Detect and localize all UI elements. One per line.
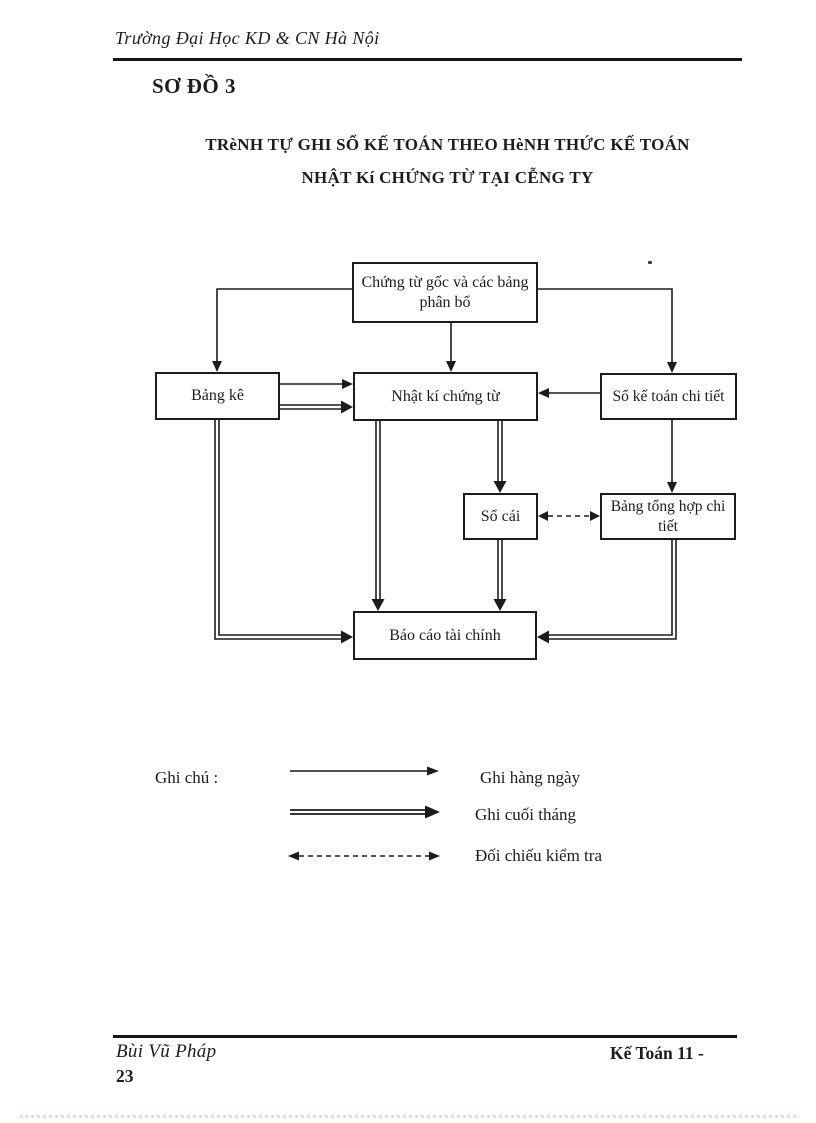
header-rule	[113, 58, 742, 61]
legend-item-monthly: Ghi cuối tháng	[475, 805, 577, 824]
edge-bangke-to-baocao-b	[218, 420, 341, 636]
edge-chungtu-to-bangke	[216, 288, 352, 361]
edge-bangke-to-baocao-a	[214, 420, 341, 640]
arrowhead-down-baocao-left	[371, 599, 385, 611]
footer-author: Bùi Vũ Pháp	[116, 1041, 217, 1062]
title-line-2: NHẬT Kí CHỨNG TỪ TẠI CỄNG TY	[301, 168, 594, 187]
node-label: Bảng tổng hợp chi tiết	[610, 498, 726, 535]
arrowhead-down-socai	[493, 481, 507, 493]
dashed-double-headed-arrow-icon	[288, 851, 440, 861]
node-label: Sổ cái	[480, 507, 521, 525]
node-label: Sổ kế toán chi tiết	[612, 387, 725, 405]
node-so-ke-toan-chi-tiet: Sổ kế toán chi tiết	[600, 373, 737, 420]
scan-artifact-dot	[648, 261, 652, 264]
arrowhead-right-dashed	[590, 511, 600, 521]
node-label: Nhật kí chứng từ	[391, 387, 500, 405]
node-label: Báo cáo tài chính	[389, 626, 501, 644]
arrowhead-down-baocao-right	[493, 599, 507, 611]
arrowhead-down-bangtonghop	[667, 482, 677, 493]
edge-chungtu-to-soketoan	[538, 288, 673, 362]
legend-item-daily: Ghi hàng ngày	[480, 768, 581, 787]
node-label: Bảng kê	[191, 387, 244, 404]
arrowhead-left-baocao	[537, 630, 549, 644]
node-bang-tong-hop-chi-tiet: Bảng tổng hợp chi tiết	[600, 493, 736, 540]
node-bang-ke: Bảng kê	[155, 372, 280, 420]
legend-item-check: Đối chiếu kiểm tra	[475, 846, 602, 865]
arrowhead-left-dashed	[538, 511, 548, 521]
edge-bangtonghop-to-baocao-a	[549, 540, 673, 636]
double-solid-arrow-icon	[290, 805, 440, 819]
node-label: Chứng từ gốc và các bảng phân bổ	[361, 273, 529, 311]
edge-bangtonghop-to-baocao-b	[549, 540, 677, 640]
node-so-cai: Sổ cái	[463, 493, 538, 540]
arrowhead-down-soketoan	[667, 362, 677, 373]
title-line-1: TRèNH TỰ GHI SỔ KẾ TOÁN THEO HèNH THỨC K…	[205, 135, 690, 154]
arrowhead-down-bangke	[212, 361, 222, 372]
node-nhat-ki-chung-tu: Nhật kí chứng từ	[353, 372, 538, 421]
footer-page-number: 23	[116, 1066, 134, 1086]
footer-rule	[113, 1035, 737, 1038]
legend-title: Ghi chú :	[155, 768, 219, 787]
arrowhead-left-nkct	[538, 388, 549, 398]
arrowhead-down-nkct	[446, 361, 456, 372]
arrowhead-right-nkct-double	[341, 400, 353, 414]
diagram-title: TRèNH TỰ GHI SỔ KẾ TOÁN THEO HèNH THỨC K…	[80, 136, 815, 186]
schema-label: SƠ ĐỒ 3	[152, 74, 237, 98]
footer-class-label: Kế Toán 11 -	[610, 1043, 704, 1063]
node-bao-cao-tai-chinh: Báo cáo tài chính	[353, 611, 537, 660]
bottom-dotted-line	[20, 1115, 796, 1118]
arrowhead-right-baocao	[341, 630, 353, 644]
node-chung-tu-goc: Chứng từ gốc và các bảng phân bổ	[352, 262, 538, 323]
arrowhead-right-nkct-single	[342, 379, 353, 389]
single-solid-arrow-icon	[290, 766, 439, 776]
page-header: Trường Đại Học KD & CN Hà Nội	[115, 28, 380, 48]
